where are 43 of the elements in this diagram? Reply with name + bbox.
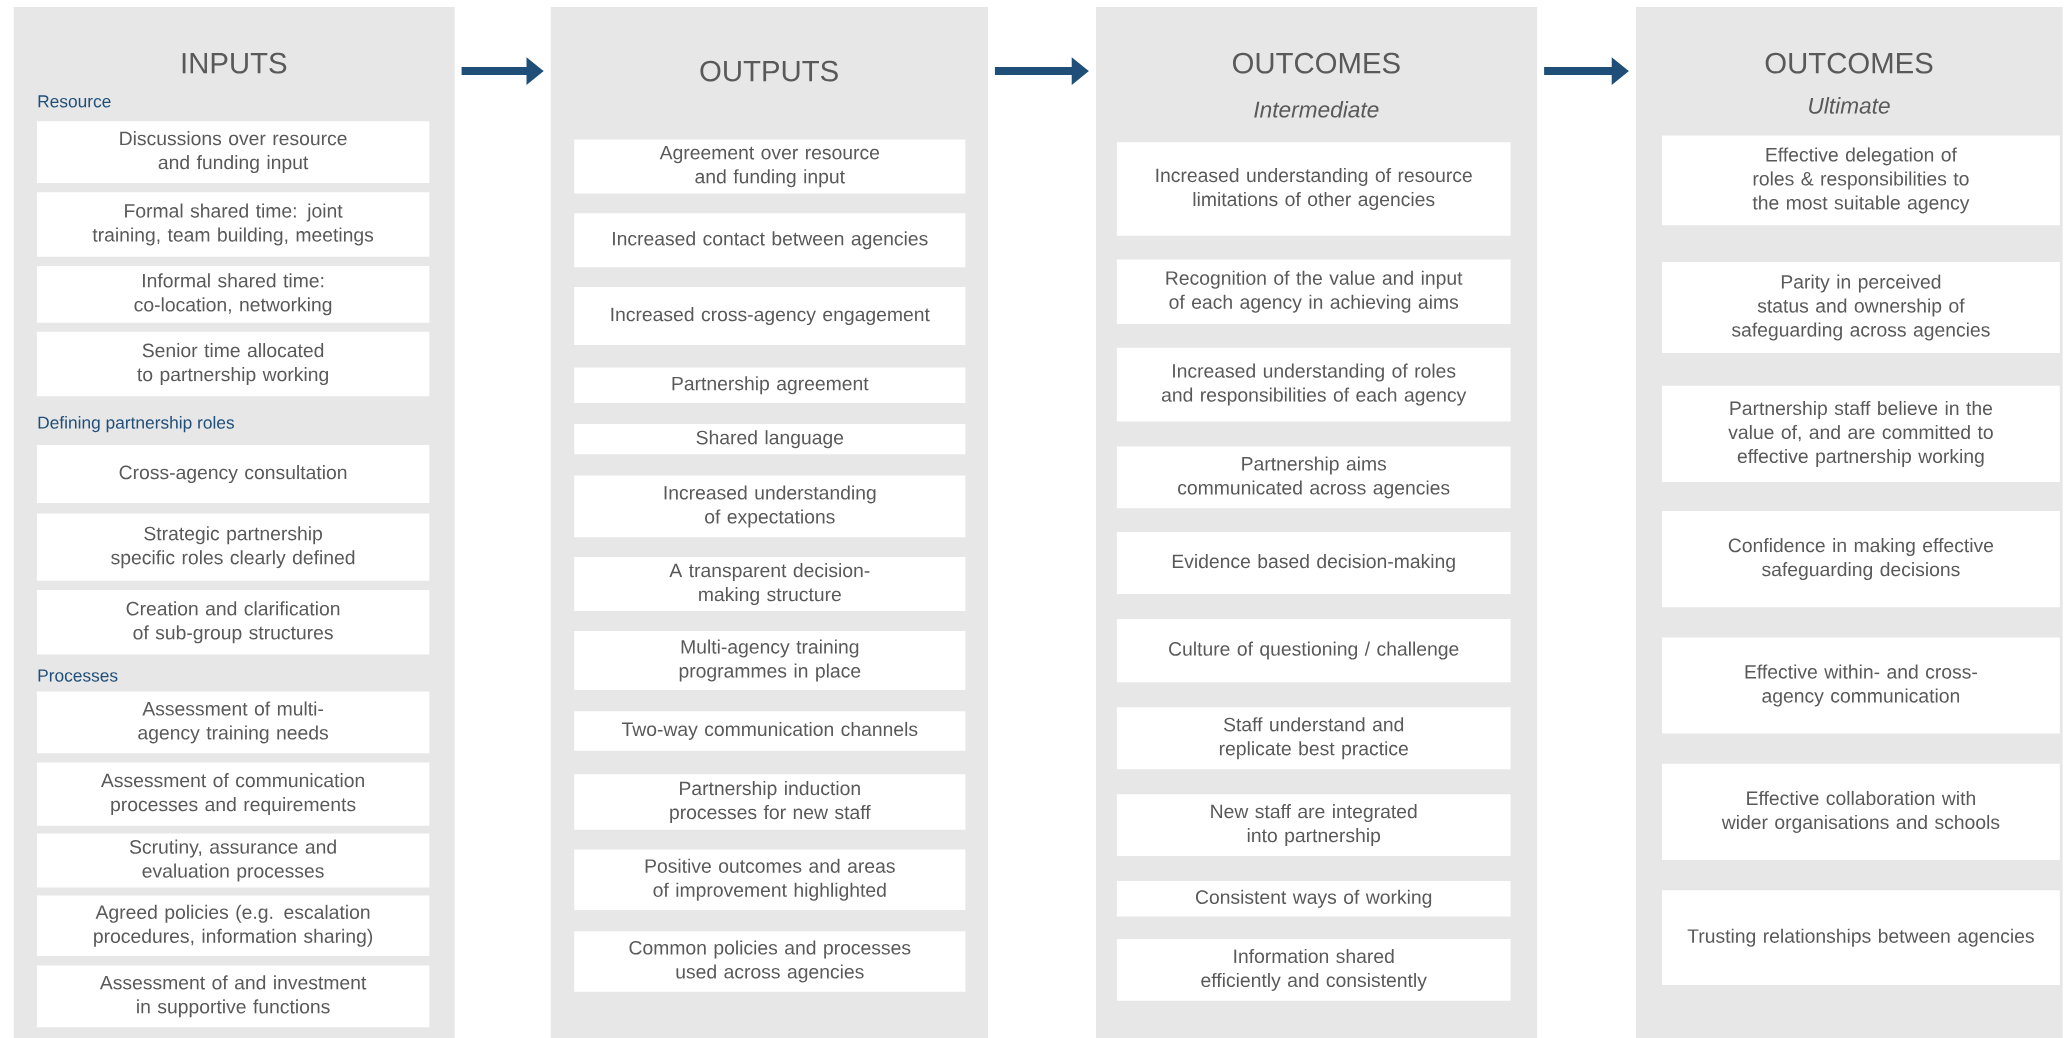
text-box: Partnership induction processes for new staff: [574, 774, 966, 830]
text-box: Strategic partnership specific roles clearly defined: [36, 513, 430, 581]
text-box: Evidence based decision-making: [1116, 532, 1511, 594]
text-box: Increased understanding of expectations: [574, 475, 966, 538]
text-box: Partnership agreement: [574, 367, 966, 403]
text-box: Positive outcomes and areas of improvement highlighted: [574, 849, 966, 910]
text-box: A transparent decision-making structure: [574, 557, 966, 612]
text-box: Assessment of and investment in supportive functions: [36, 965, 430, 1028]
text-box: Effective collaboration with wider organisations and schools: [1662, 763, 2060, 860]
text-box: Recognition of the value and input of each agency in achieving aims: [1116, 259, 1511, 324]
text-box: Cross-agency consultation: [36, 445, 430, 504]
text-box: Increased understanding of roles and responsibilities of each agency: [1116, 347, 1511, 422]
text-box: Confidence in making effective safeguarding decisions: [1662, 511, 2060, 608]
text-box: Effective within- and cross-agency communication: [1662, 637, 2060, 734]
text-box: Shared language: [574, 424, 966, 455]
text-box: New staff are integrated into partnership: [1116, 794, 1511, 857]
text-box: Senior time allocated to partnership working: [36, 331, 430, 397]
text-box: Agreed policies (e.g. escalation procedures, information sharing): [36, 895, 430, 957]
text-box: Increased contact between agencies: [574, 213, 966, 268]
text-box: Assessment of multi-agency training needs: [36, 691, 430, 754]
text-box: Staff understand and replicate best practice: [1116, 707, 1511, 770]
text-box: Parity in perceived status and ownership of safeguarding across agencies: [1662, 262, 2060, 353]
text-box: Partnership aims communicated across agencies: [1116, 446, 1511, 509]
section-heading: Processes: [38, 669, 118, 682]
text-box: Effective delegation of roles & responsibilities to the most suitable agency: [1662, 135, 2060, 226]
text-box: Increased understanding of resource limitations of other agencies: [1116, 142, 1511, 236]
text-box: Information shared efficiently and consistently: [1116, 939, 1511, 1001]
text-box: Formal shared time: joint training, team building, meetings: [36, 192, 430, 257]
text-box: Two-way communication channels: [574, 711, 966, 751]
text-box: Consistent ways of working: [1116, 881, 1511, 917]
text-box: Trusting relationships between agencies: [1662, 890, 2060, 986]
text-box: Creation and clarification of sub-group structures: [36, 590, 430, 655]
text-box: Partnership staff believe in the value of, and are committed to effective partnership working: [1662, 385, 2060, 482]
text-box: Scrutiny, assurance and evaluation processes: [36, 833, 430, 888]
text-box: Increased cross-agency engagement: [574, 287, 966, 346]
text-box: Agreement over resource and funding input: [574, 139, 966, 194]
text-box: Culture of questioning / challenge: [1116, 619, 1511, 683]
text-box: Common policies and processes used across agencies: [574, 931, 966, 992]
text-box: Assessment of communication processes and requirements: [36, 762, 430, 826]
text-box: Discussions over resource and funding input: [36, 121, 430, 184]
text-box: Informal shared time: co-location, networking: [36, 265, 430, 323]
text-box: Multi-agency training programmes in place: [574, 630, 966, 691]
section-heading: Defining partnership roles: [38, 416, 234, 433]
